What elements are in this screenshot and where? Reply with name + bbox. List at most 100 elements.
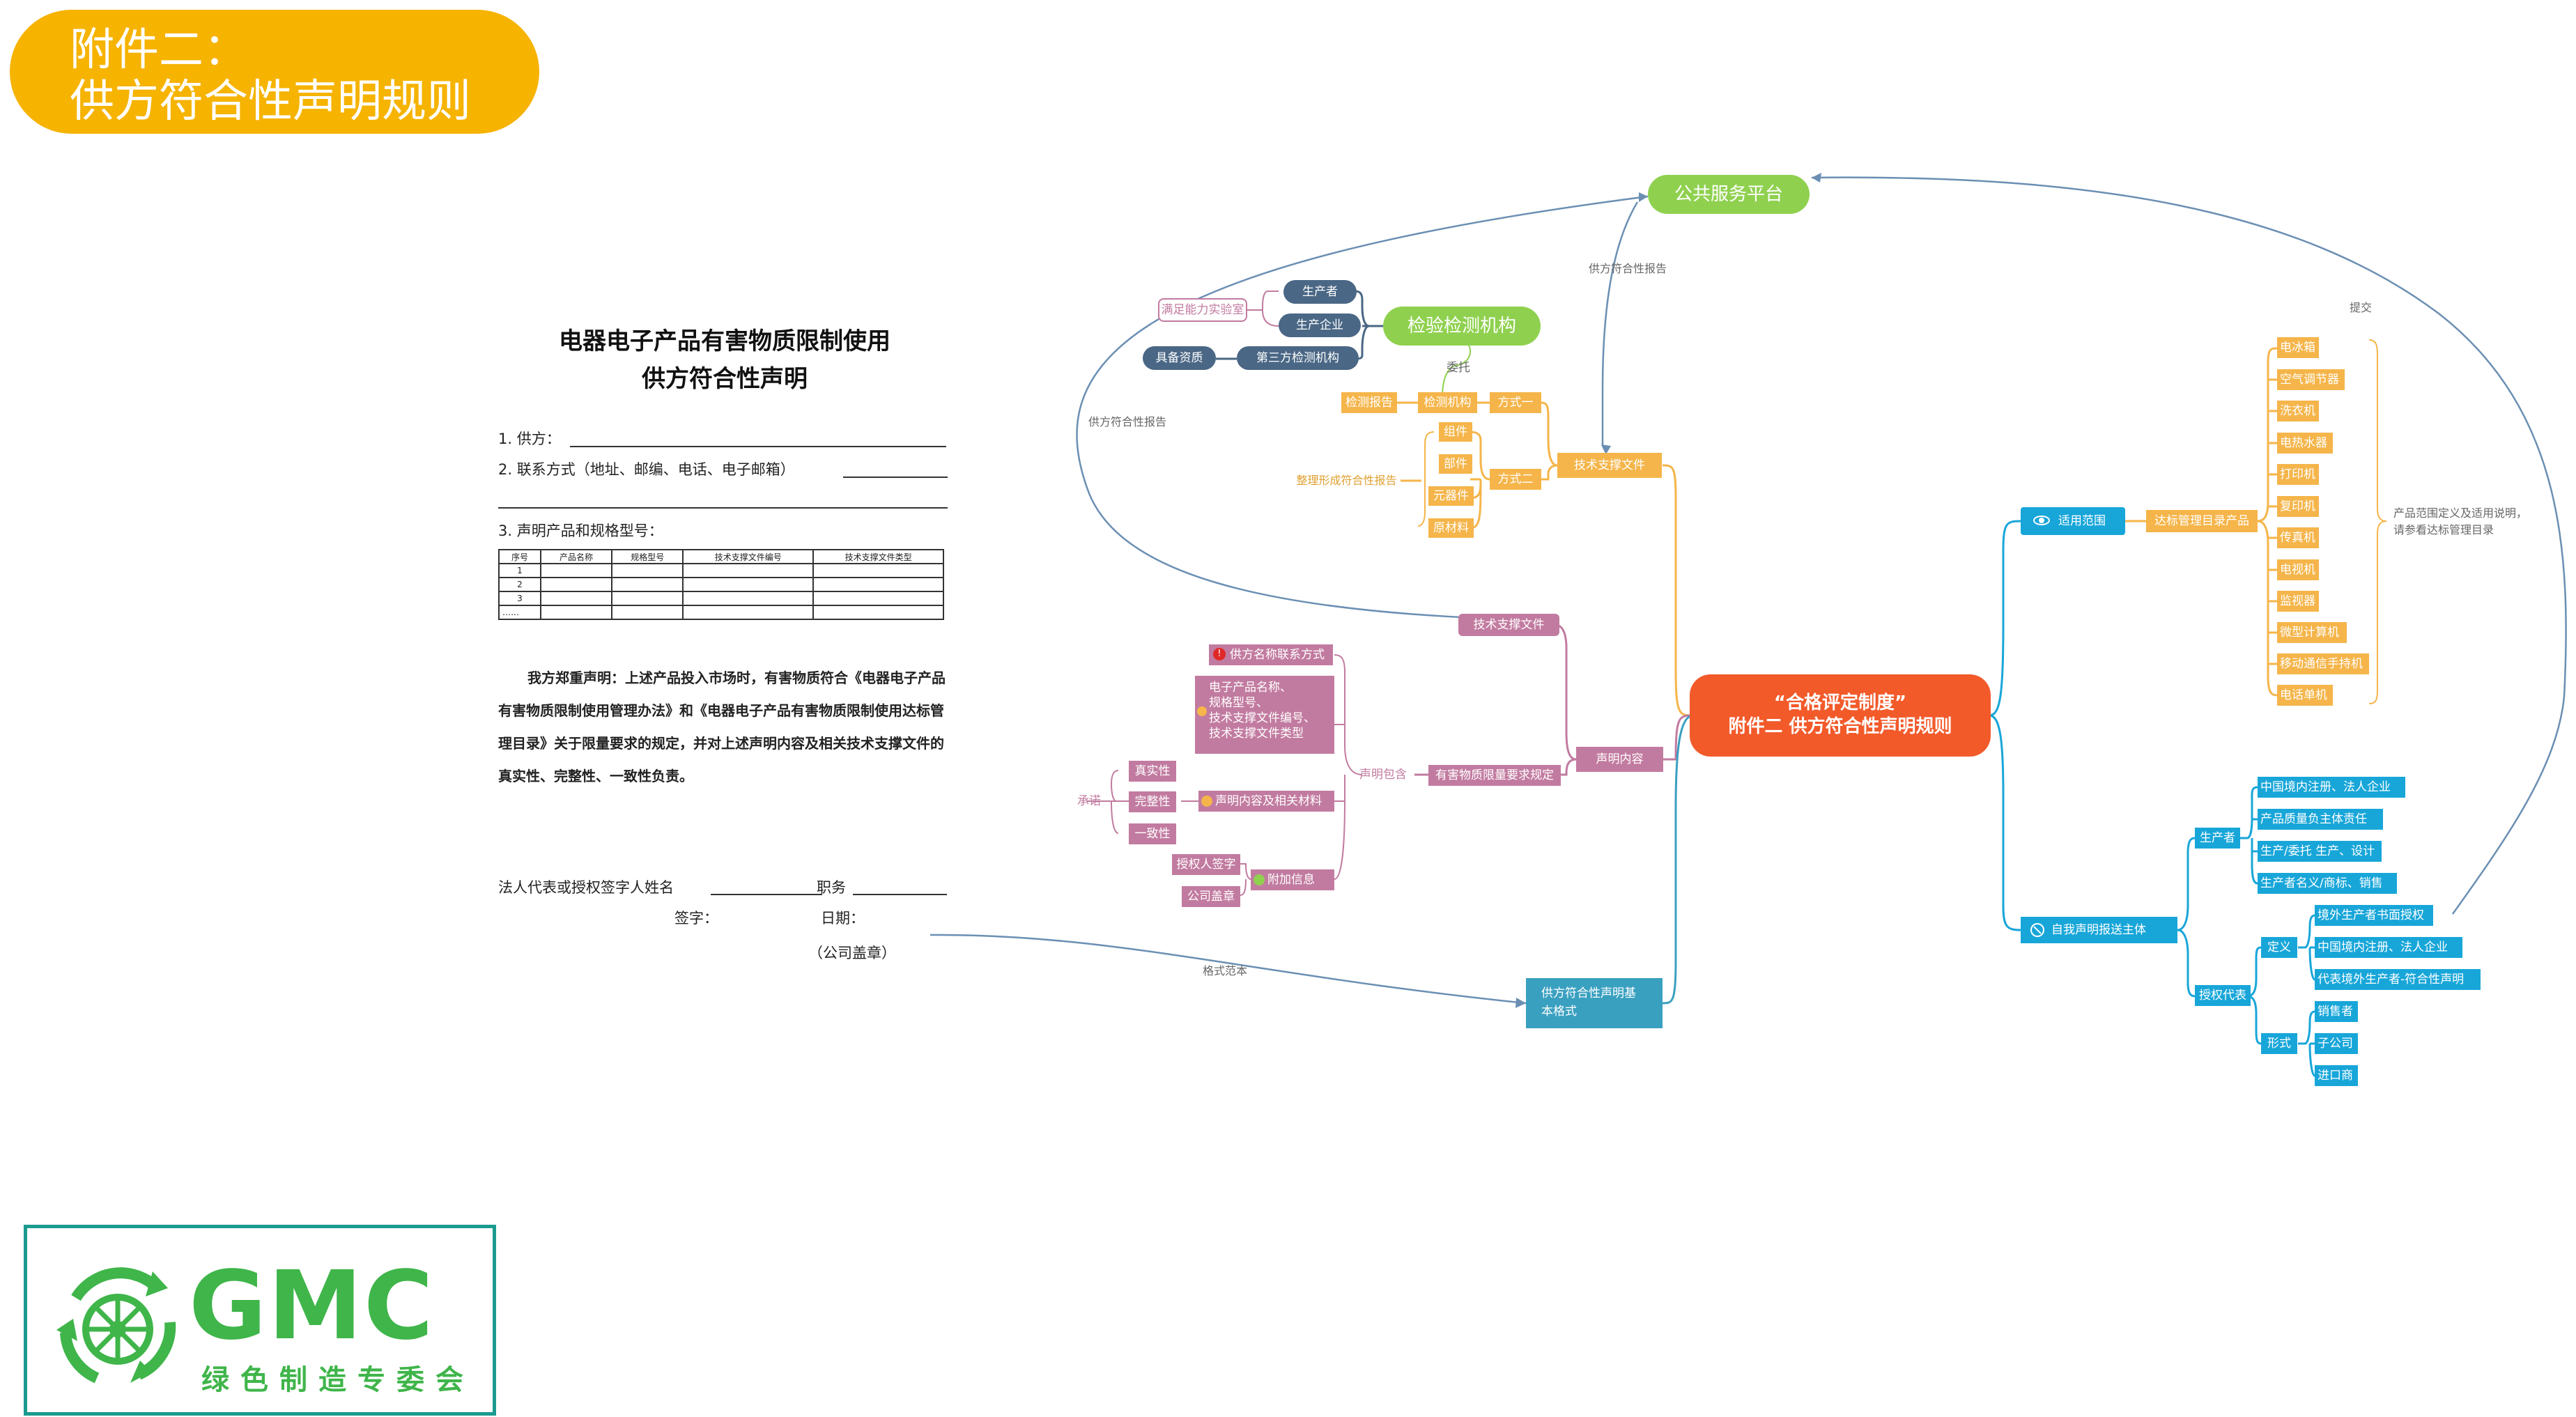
supplier-report-left-label: 供方符合性报告 bbox=[1088, 415, 1167, 428]
central-topic-line2: 附件二 供方符合性声明规则 bbox=[1728, 716, 1952, 737]
signature-label: 签字： bbox=[674, 910, 718, 927]
statement-material-node: 声明内容及相关材料 bbox=[1198, 791, 1334, 812]
table-header: 技术支撑文件类型 bbox=[812, 549, 944, 564]
hazardous-rules-node: 有害物质限量要求规定 bbox=[1428, 765, 1561, 786]
producer-item: 中国境内注册、法人企业 bbox=[2258, 777, 2405, 798]
table-cell-index: 2 bbox=[498, 577, 541, 592]
statement-material-text: 声明内容及相关材料 bbox=[1215, 794, 1322, 808]
definition-item: 中国境内注册、法人企业 bbox=[2315, 937, 2462, 958]
producer-b-node: 生产者 bbox=[2195, 828, 2240, 849]
info-icon: ! bbox=[1213, 648, 1226, 660]
eye-icon bbox=[2033, 516, 2050, 525]
statement-includes-label: 声明包含 bbox=[1359, 768, 1407, 782]
basic-format-node: 供方符合性声明基 本格式 bbox=[1526, 978, 1663, 1028]
consistency-node: 一致性 bbox=[1129, 823, 1176, 844]
form-item: 销售者 bbox=[2315, 1001, 2358, 1022]
product-info-line: 技术支撑文件编号、 bbox=[1209, 711, 1316, 725]
eye-icon-pupil bbox=[2039, 518, 2044, 523]
product-item: 打印机 bbox=[2277, 464, 2319, 485]
auth-rep-node: 授权代表 bbox=[2195, 985, 2251, 1006]
form-item: 进口商 bbox=[2315, 1065, 2358, 1086]
position-label: 职务 bbox=[817, 879, 846, 896]
field-contact: 2. 联系方式（地址、邮编、电话、电子邮箱） bbox=[498, 461, 795, 478]
test-agency-small-node: 检测机构 bbox=[1418, 392, 1477, 413]
lab-capability-node: 满足能力实验室 bbox=[1158, 298, 1247, 322]
product-info-node: 电子产品名称、 规格型号、 技术支撑文件编号、 技术支撑文件类型 bbox=[1195, 676, 1334, 754]
product-item: 微型计算机 bbox=[2277, 622, 2347, 643]
date-label: 日期： bbox=[821, 910, 865, 927]
underline bbox=[853, 894, 947, 895]
document-title-line2: 供方符合性声明 bbox=[642, 365, 808, 393]
statement-content-node: 声明内容 bbox=[1576, 747, 1663, 772]
underline bbox=[498, 507, 948, 509]
producer-item: 生产/委托 生产、设计 bbox=[2258, 841, 2382, 862]
info-icon bbox=[1197, 706, 1207, 716]
form-node: 形式 bbox=[2261, 1033, 2297, 1054]
producer-item: 生产者名义/商标、销售 bbox=[2258, 873, 2397, 894]
product-info-line: 电子产品名称、 bbox=[1209, 681, 1292, 695]
title-line1: 附件二： bbox=[70, 24, 248, 76]
definition-item: 境外生产者书面授权 bbox=[2315, 905, 2433, 926]
logo-subtitle: 绿色制造专委会 bbox=[201, 1364, 475, 1396]
product-item: 电冰箱 bbox=[2277, 337, 2319, 358]
recycle-wheel-icon bbox=[56, 1267, 176, 1384]
underline bbox=[711, 894, 822, 895]
supplier-name-text: 供方名称联系方式 bbox=[1230, 648, 1325, 662]
definition-item: 代表境外生产者-符合性声明 bbox=[2315, 969, 2481, 990]
product-item: 电视机 bbox=[2277, 559, 2319, 580]
table-header: 产品名称 bbox=[539, 549, 613, 564]
scope-note: 产品范围定义及适用说明， 请参看达标管理目录 bbox=[2393, 505, 2561, 540]
product-item: 洗衣机 bbox=[2277, 401, 2319, 421]
submit-label: 提交 bbox=[2350, 301, 2373, 314]
self-declaration-node: 自我声明报送主体 bbox=[2021, 917, 2177, 943]
product-item: 电话单机 bbox=[2277, 685, 2333, 706]
scope-node: 适用范围 bbox=[2021, 507, 2125, 535]
table-header: 技术支撑文件编号 bbox=[682, 549, 815, 564]
scope-text: 适用范围 bbox=[2058, 514, 2106, 528]
field-products: 3. 声明产品和规格型号： bbox=[498, 522, 663, 539]
self-declaration-text: 自我声明报送主体 bbox=[2051, 923, 2146, 937]
gmc-logo: GMC 绿色制造专委会 bbox=[24, 1225, 496, 1416]
producer-node: 生产者 bbox=[1283, 280, 1357, 304]
central-topic-line1: “合格评定制度” bbox=[1773, 692, 1907, 713]
form-item: 子公司 bbox=[2315, 1033, 2358, 1054]
table-row: 1 bbox=[498, 563, 944, 578]
title-line2: 供方符合性声明规则 bbox=[70, 76, 471, 127]
qualification-node: 具备资质 bbox=[1143, 346, 1216, 370]
producer-item: 产品质量负主体责任 bbox=[2258, 809, 2383, 830]
method1-node: 方式一 bbox=[1490, 392, 1541, 413]
product-item: 复印机 bbox=[2277, 496, 2319, 517]
catalog-node: 达标管理目录产品 bbox=[2146, 510, 2258, 532]
method2-node: 方式二 bbox=[1490, 469, 1541, 490]
compile-report-label: 整理形成符合性报告 bbox=[1296, 474, 1397, 487]
central-topic: “合格评定制度” 附件二 供方符合性声明规则 bbox=[1690, 674, 1991, 757]
completeness-node: 完整性 bbox=[1129, 791, 1176, 812]
product-item: 空气调节器 bbox=[2277, 369, 2345, 390]
logo-text: GMC bbox=[189, 1251, 435, 1361]
product-item: 电热水器 bbox=[2277, 433, 2333, 454]
field-supplier: 1. 供方： bbox=[498, 431, 561, 447]
inspection-agency-node: 检验检测机构 bbox=[1383, 307, 1541, 346]
raw-material-node: 原材料 bbox=[1428, 518, 1474, 538]
product-item: 移动通信手持机 bbox=[2277, 653, 2369, 674]
company-seal-node: 公司盖章 bbox=[1182, 886, 1240, 907]
product-info-line: 技术支撑文件类型 bbox=[1209, 727, 1304, 741]
production-enterprise-node: 生产企业 bbox=[1279, 313, 1361, 337]
element-node: 元器件 bbox=[1428, 486, 1474, 506]
authenticity-node: 真实性 bbox=[1129, 761, 1176, 782]
declaration-document: 电器电子产品有害物质限制使用 供方符合性声明 1. 供方： 2. 联系方式（地址… bbox=[488, 307, 962, 975]
scope-note-line: 请参看达标管理目录 bbox=[2393, 523, 2494, 536]
title-pill: 附件二： 供方符合性声明规则 bbox=[10, 10, 539, 134]
tech-doc2-node: 技术支撑文件 bbox=[1458, 614, 1559, 636]
component-node: 组件 bbox=[1439, 422, 1472, 442]
test-report-node: 检测报告 bbox=[1341, 392, 1397, 413]
table-row: 2 bbox=[498, 577, 944, 592]
info-icon bbox=[1254, 874, 1265, 885]
additional-info-text: 附加信息 bbox=[1267, 873, 1315, 887]
table-cell-index: …… bbox=[498, 605, 541, 620]
format-template-label: 格式范本 bbox=[1203, 964, 1248, 977]
seal-label: （公司盖章） bbox=[808, 945, 896, 961]
document-title-line1: 电器电子产品有害物质限制使用 bbox=[559, 327, 890, 355]
underline bbox=[843, 477, 948, 478]
